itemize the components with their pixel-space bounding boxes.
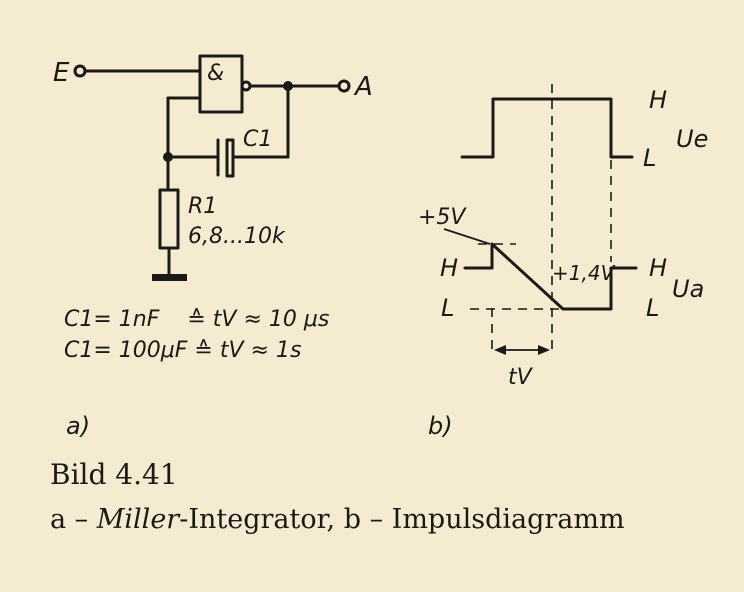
figure-caption: a – Miller-Integrator, b – Impulsdiagram… [50,504,625,535]
caption-rest: -Integrator, b – Impulsdiagramm [179,504,625,535]
resistor-r1 [158,188,180,250]
junction-dot-left [163,152,173,162]
ue-low-label: L [643,144,656,172]
voltage-threshold-label: +1,4V [552,261,616,285]
resistor-label: R1 [188,194,217,219]
capacitor-feedback-wire [231,84,290,159]
plus5v-pointer [443,228,491,245]
ua-low-right-label: L [646,294,659,322]
tv-arrow-left [494,345,506,355]
resistor-value: 6,8...10k [188,224,286,249]
formula-1: C1= 1nF ≙ tV ≈ 10 μs [64,307,329,332]
tv-label: tV [508,365,534,390]
input-label: E [53,58,70,88]
ua-signal-label: Ua [672,275,704,303]
output-terminal [337,79,351,93]
junction-dot-output [283,81,293,91]
ua-high-left-label: H [440,254,458,282]
output-label: A [353,72,373,102]
part-a-label: a) [66,412,90,440]
voltage-peak-label: +5V [418,205,467,230]
ua-low-left-label: L [441,294,454,322]
ua-high-right-label: H [649,254,667,282]
input-terminal [73,64,87,78]
caption-miller: Miller [96,504,180,535]
caption-prefix: a – [50,504,97,535]
tv-arrow-right [538,345,550,355]
formula-2: C1= 100μF ≙ tV ≈ 1s [64,338,301,363]
ground-symbol [152,274,187,281]
ue-waveform [460,97,634,159]
ue-high-label: H [649,86,667,114]
ua-waveform [463,242,638,311]
part-b-label: b) [428,412,453,440]
capacitor-label: C1 [243,127,272,152]
gate-symbol: & [207,61,224,86]
ue-signal-label: Ue [676,125,708,153]
figure-number: Bild 4.41 [50,458,178,491]
